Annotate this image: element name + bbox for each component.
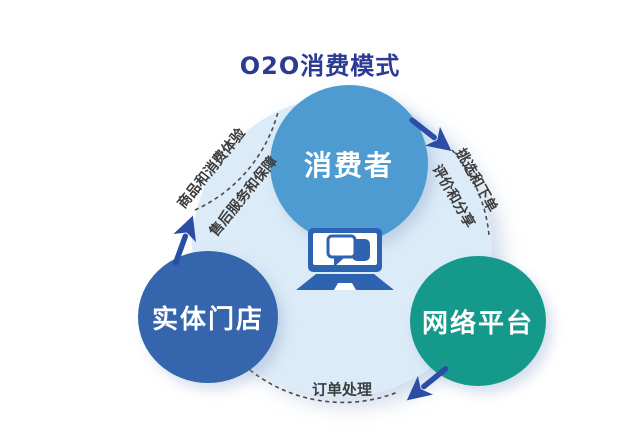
edge-label-order-processing: 订单处理 — [311, 380, 373, 399]
node-store: 实体门店 — [138, 251, 278, 383]
laptop-base-notch — [334, 283, 356, 290]
node-store-label: 实体门店 — [151, 304, 264, 335]
diagram-title: O2O消费模式 — [239, 52, 401, 80]
laptop-base — [296, 274, 394, 290]
chat-bubble-tail — [334, 257, 345, 267]
node-consumer-label: 消费者 — [303, 149, 394, 182]
node-consumer: 消费者 — [270, 85, 428, 243]
node-platform: 网络平台 — [410, 256, 546, 386]
node-platform-label: 网络平台 — [421, 308, 534, 339]
